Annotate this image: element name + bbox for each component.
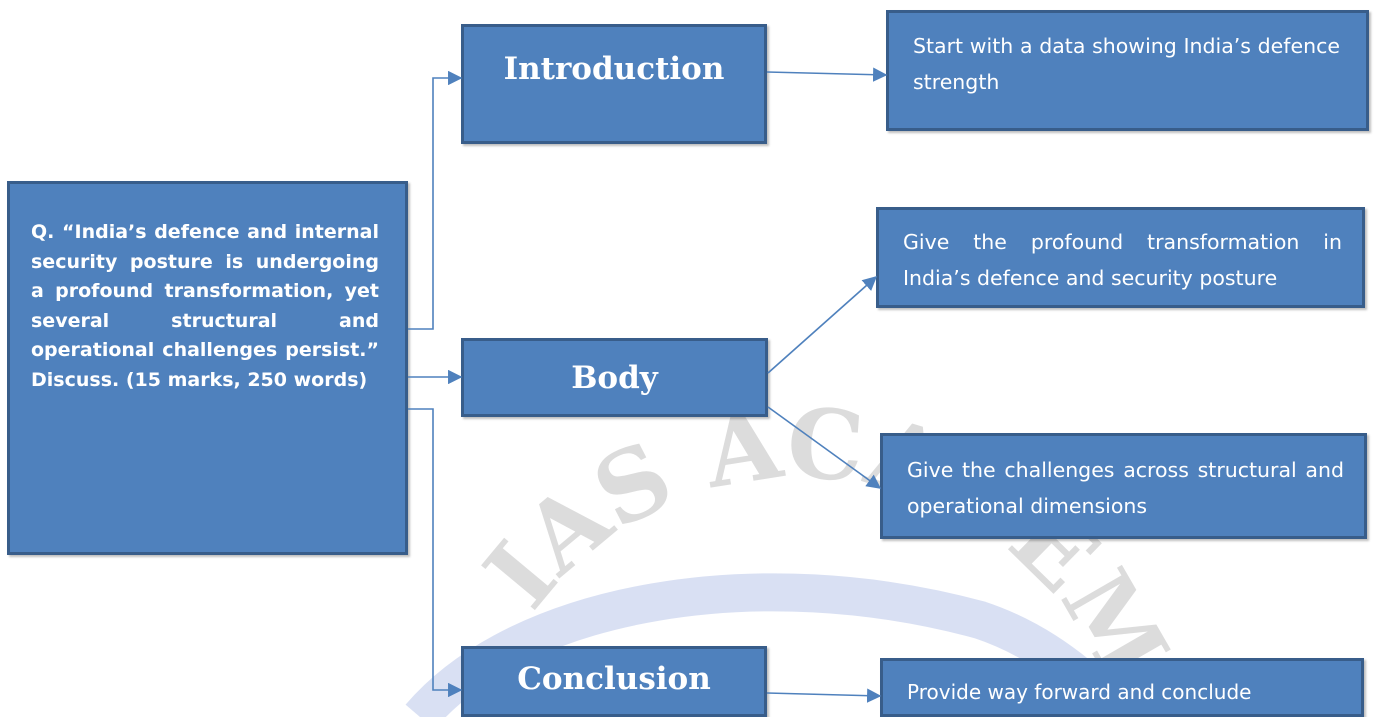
body-transformation-note: Give the profound transformation in Indi…	[903, 230, 1342, 290]
introduction-note: Start with a data showing India’s defenc…	[913, 34, 1340, 94]
arrow-conclusion-to-note	[766, 688, 882, 703]
body-box: Body	[461, 338, 768, 417]
arrow-body-to-challenges-note	[767, 406, 882, 489]
conclusion-note: Provide way forward and conclude	[907, 680, 1252, 704]
body-challenges-note-box: Give the challenges across structural an…	[880, 433, 1367, 539]
arrow-question-to-introduction	[408, 70, 463, 330]
arrow-body-to-transformation-note	[767, 276, 878, 374]
arrow-question-to-conclusion	[408, 408, 463, 698]
arrow-introduction-to-note	[766, 67, 888, 82]
conclusion-box: Conclusion	[461, 646, 767, 717]
question-box: Q. “India’s defence and internal securit…	[7, 181, 408, 555]
conclusion-heading: Conclusion	[517, 661, 711, 697]
question-text: Q. “India’s defence and internal securit…	[31, 221, 379, 391]
body-heading: Body	[571, 359, 658, 396]
introduction-note-box: Start with a data showing India’s defenc…	[886, 10, 1369, 131]
body-transformation-note-box: Give the profound transformation in Indi…	[876, 207, 1365, 308]
conclusion-note-box: Provide way forward and conclude	[880, 658, 1364, 717]
body-challenges-note: Give the challenges across structural an…	[907, 458, 1344, 518]
introduction-heading: Introduction	[503, 51, 725, 87]
introduction-box: Introduction	[461, 24, 767, 144]
